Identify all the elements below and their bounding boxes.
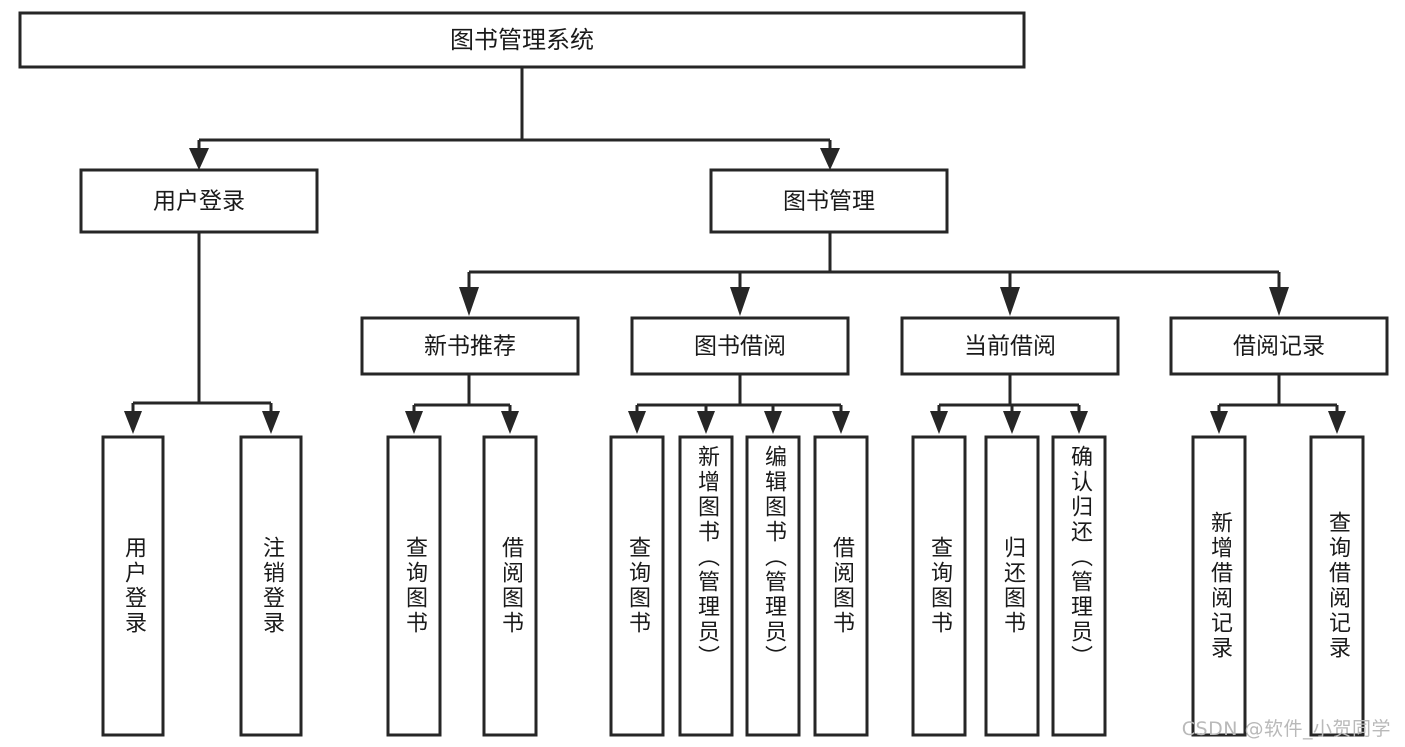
new-book-recommend-label: 新书推荐 [424,334,516,360]
borrow-records-label: 借阅记录 [1233,334,1325,360]
arrow-head-add-borrow-record [1210,411,1228,434]
leaf-box-borrow-book-1[interactable] [482,435,538,737]
book-borrow-box[interactable] [630,316,850,376]
leaf-box-query-book-1[interactable] [386,435,442,737]
leaf-box-user-logout[interactable] [239,435,303,737]
leaf-box-group [101,435,1365,737]
leaf-box-add-borrow-record[interactable] [1191,435,1247,737]
arrow-head-confirm-return-admin [1070,411,1088,434]
arrow-head-user-login-leaf [124,411,142,434]
leaf-box-user-login[interactable] [101,435,165,737]
arrow-head-return-book [1003,411,1021,434]
leaf-box-borrow-book-2[interactable] [813,435,869,737]
arrow-head-book-management [820,148,840,170]
csdn-watermark: CSDN @软件_小贺同学 [1181,718,1391,740]
current-borrow-label: 当前借阅 [964,334,1056,360]
user-login-box[interactable] [79,168,319,234]
leaf-box-return-book[interactable] [984,435,1040,737]
arrow-head-current-borrow [1000,287,1020,316]
leaf-box-query-book-3[interactable] [911,435,967,737]
leaf-box-add-book-admin[interactable] [678,435,734,737]
arrow-head-user-login [189,148,209,170]
leaf-box-confirm-return-admin[interactable] [1051,435,1107,737]
arrow-head-query-book-1 [405,411,423,434]
connector-group [124,67,1346,434]
node-user-login[interactable]: 用户登录 [79,168,319,234]
root-label: 图书管理系统 [450,26,594,54]
new-book-recommend-box[interactable] [360,316,580,376]
arrow-head-book-borrow [730,287,750,316]
borrow-records-box[interactable] [1169,316,1389,376]
arrow-head-new-book-recommend [459,287,479,316]
leaf-box-query-borrow-record[interactable] [1309,435,1365,737]
current-borrow-box[interactable] [900,316,1120,376]
node-root[interactable]: 图书管理系统 [18,11,1026,69]
node-new-book-recommend[interactable]: 新书推荐 [360,316,580,376]
arrow-head-user-logout-leaf [262,411,280,434]
book-management-box[interactable] [709,168,949,234]
arrow-head-query-borrow-record [1328,411,1346,434]
arrow-head-edit-book-admin [764,411,782,434]
node-book-borrow[interactable]: 图书借阅 [630,316,850,376]
arrow-head-borrow-book-1 [501,411,519,434]
arrow-head-add-book-admin [697,411,715,434]
leaf-box-edit-book-admin[interactable] [745,435,801,737]
arrow-head-query-book-2 [628,411,646,434]
root-box[interactable] [18,11,1026,69]
node-borrow-records[interactable]: 借阅记录 [1169,316,1389,376]
node-current-borrow[interactable]: 当前借阅 [900,316,1120,376]
arrow-head-borrow-book-2 [832,411,850,434]
node-book-management[interactable]: 图书管理 [709,168,949,234]
book-management-label: 图书管理 [783,189,875,215]
arrow-head-query-book-3 [930,411,948,434]
leaf-box-query-book-2[interactable] [609,435,665,737]
book-borrow-label: 图书借阅 [694,334,786,360]
arrow-head-borrow-records [1269,287,1289,316]
user-login-label: 用户登录 [153,189,245,215]
